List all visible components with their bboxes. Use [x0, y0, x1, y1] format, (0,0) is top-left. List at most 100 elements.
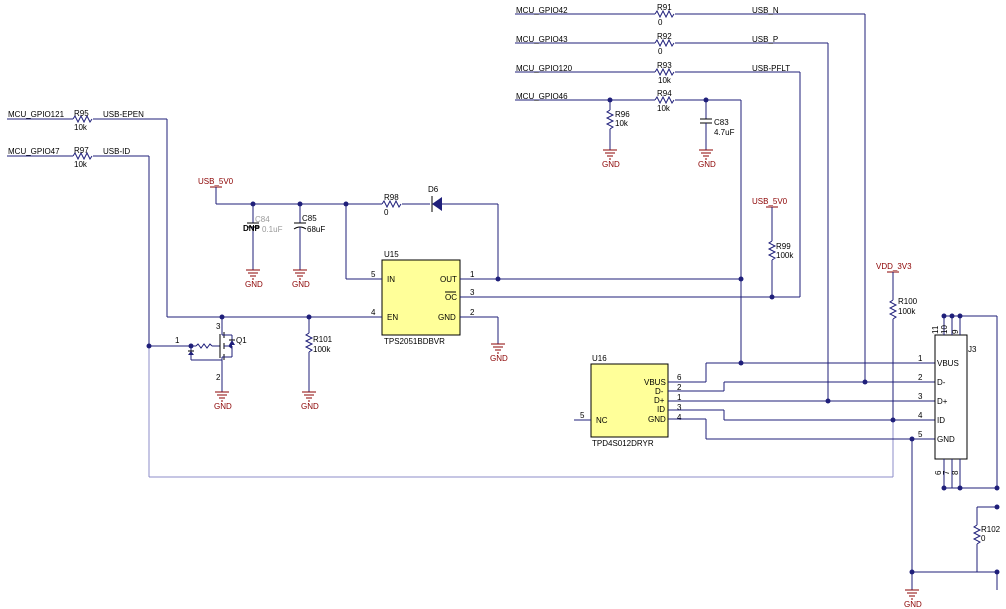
u16-part: TPD4S012DRYR — [592, 439, 654, 448]
u15-ic — [381, 259, 461, 336]
j3-pin5-num: 5 — [918, 430, 923, 439]
gnd-symbol — [905, 589, 919, 600]
u16-pin-id: ID — [657, 405, 665, 414]
j3-shield-9: 9 — [951, 329, 960, 334]
gnd-symbol — [293, 269, 307, 280]
net-usb-pflt: USB-PFLT — [752, 64, 790, 73]
gnd-symbol — [603, 149, 617, 160]
u16-pin5-num: 5 — [580, 411, 585, 420]
r96-symbol — [605, 109, 615, 130]
u16-pin1-num: 1 — [677, 393, 682, 402]
r100-value: 100k — [898, 307, 916, 316]
r98-ref: R98 — [384, 193, 399, 202]
net-mcu-gpio121: MCU_GPIO121 — [8, 110, 65, 119]
q1-pin2: 2 — [216, 373, 221, 382]
j3-pin2-num: 2 — [918, 373, 923, 382]
j3-connector — [934, 334, 968, 460]
u16-pin-vbus: VBUS — [644, 378, 666, 387]
j3-pin4-num: 4 — [918, 411, 923, 420]
u15-pin-in: IN — [387, 275, 395, 284]
q1-mosfet — [149, 317, 235, 392]
r102-ref: R102 — [981, 525, 1001, 534]
u15-pin1-num: 1 — [470, 270, 475, 279]
net-mcu-gpio42: MCU_GPIO42 — [516, 6, 568, 15]
net-usb-5v0-left: USB_5V0 — [198, 177, 234, 186]
r92-value: 0 — [658, 47, 663, 56]
j3-pin-id: ID — [937, 416, 945, 425]
u16-pin3-num: 3 — [677, 403, 682, 412]
gnd-symbol — [215, 391, 229, 402]
r96-ref: R96 — [615, 110, 630, 119]
r101-value: 100k — [313, 345, 331, 354]
net-usb-id: USB-ID — [103, 147, 130, 156]
d6-ref: D6 — [428, 185, 439, 194]
u16-pin4-num: 4 — [677, 413, 682, 422]
j3-pin3-num: 3 — [918, 392, 923, 401]
r101-symbol — [304, 332, 314, 353]
r91-value: 0 — [658, 18, 663, 27]
u15-part: TPS2051BDBVR — [384, 337, 445, 346]
u16-pin-dm: D- — [655, 387, 664, 396]
u15-pin3-num: 3 — [470, 288, 475, 297]
u15-pin5-num: 5 — [371, 270, 376, 279]
c84-value: 0.1uF — [262, 225, 283, 234]
j3-shield-11: 11 — [931, 325, 940, 334]
gnd-label: GND — [214, 402, 232, 411]
r98-value: 0 — [384, 208, 389, 217]
gnd-symbol — [302, 391, 316, 402]
r95-ref: R95 — [74, 109, 89, 118]
u15-ref: U15 — [384, 250, 399, 259]
u15-pin-out: OUT — [440, 275, 457, 284]
r99-value: 100k — [776, 251, 794, 260]
gnd-label: GND — [292, 280, 310, 289]
gnd-label: GND — [490, 354, 508, 363]
net-vdd-3v3: VDD_3V3 — [876, 262, 912, 271]
r102-value: 0 — [981, 534, 986, 543]
u16-pin-dp: D+ — [654, 396, 665, 405]
u15-pin-en: EN — [387, 313, 398, 322]
j3-pin-dm: D- — [937, 378, 946, 387]
q1-ref: Q1 — [236, 336, 247, 345]
r96-value: 10k — [615, 119, 629, 128]
r97-value: 10k — [74, 160, 88, 169]
gnd-label: GND — [245, 280, 263, 289]
r92-ref: R92 — [657, 32, 672, 41]
gnd-label: GND — [301, 402, 319, 411]
r93-symbol — [654, 67, 675, 77]
r91-ref: R91 — [657, 3, 672, 12]
d6-diode — [431, 196, 442, 212]
u16-pin-nc: NC — [596, 416, 608, 425]
net-usb-epen: USB-EPEN — [103, 110, 144, 119]
r93-value: 10k — [658, 76, 672, 85]
r100-symbol — [888, 299, 898, 320]
r97-symbol — [72, 151, 93, 161]
u16-pin-gnd: GND — [648, 415, 666, 424]
j3-shield-7: 7 — [942, 470, 951, 475]
c84-ref: C84 — [255, 215, 270, 224]
net-mcu-gpio46: MCU_GPIO46 — [516, 92, 568, 101]
u16-ic — [590, 363, 669, 438]
r95-value: 10k — [74, 123, 88, 132]
r97-ref: R97 — [74, 146, 89, 155]
r93-ref: R93 — [657, 61, 672, 70]
j3-pin-dp: D+ — [937, 397, 948, 406]
net-usb-n: USB_N — [752, 6, 779, 15]
q1-pin1: 1 — [175, 336, 180, 345]
j3-shield-10: 10 — [940, 325, 949, 334]
c85-ref: C85 — [302, 214, 317, 223]
c84-dnp: DNP — [243, 224, 261, 233]
r98-symbol — [381, 199, 402, 209]
r91-symbol — [654, 9, 675, 19]
gnd-symbol — [491, 343, 505, 354]
net-usb-p: USB_P — [752, 35, 778, 44]
j3-ref: J3 — [968, 345, 977, 354]
gnd-label: GND — [698, 160, 716, 169]
gnd-symbol — [699, 149, 713, 160]
r95-symbol — [72, 114, 93, 124]
j3-pin1-num: 1 — [918, 354, 923, 363]
r101-ref: R101 — [313, 335, 333, 344]
c85-value: 68uF — [307, 225, 325, 234]
net-mcu-gpio43: MCU_GPIO43 — [516, 35, 568, 44]
j3-pin-vbus: VBUS — [937, 359, 959, 368]
